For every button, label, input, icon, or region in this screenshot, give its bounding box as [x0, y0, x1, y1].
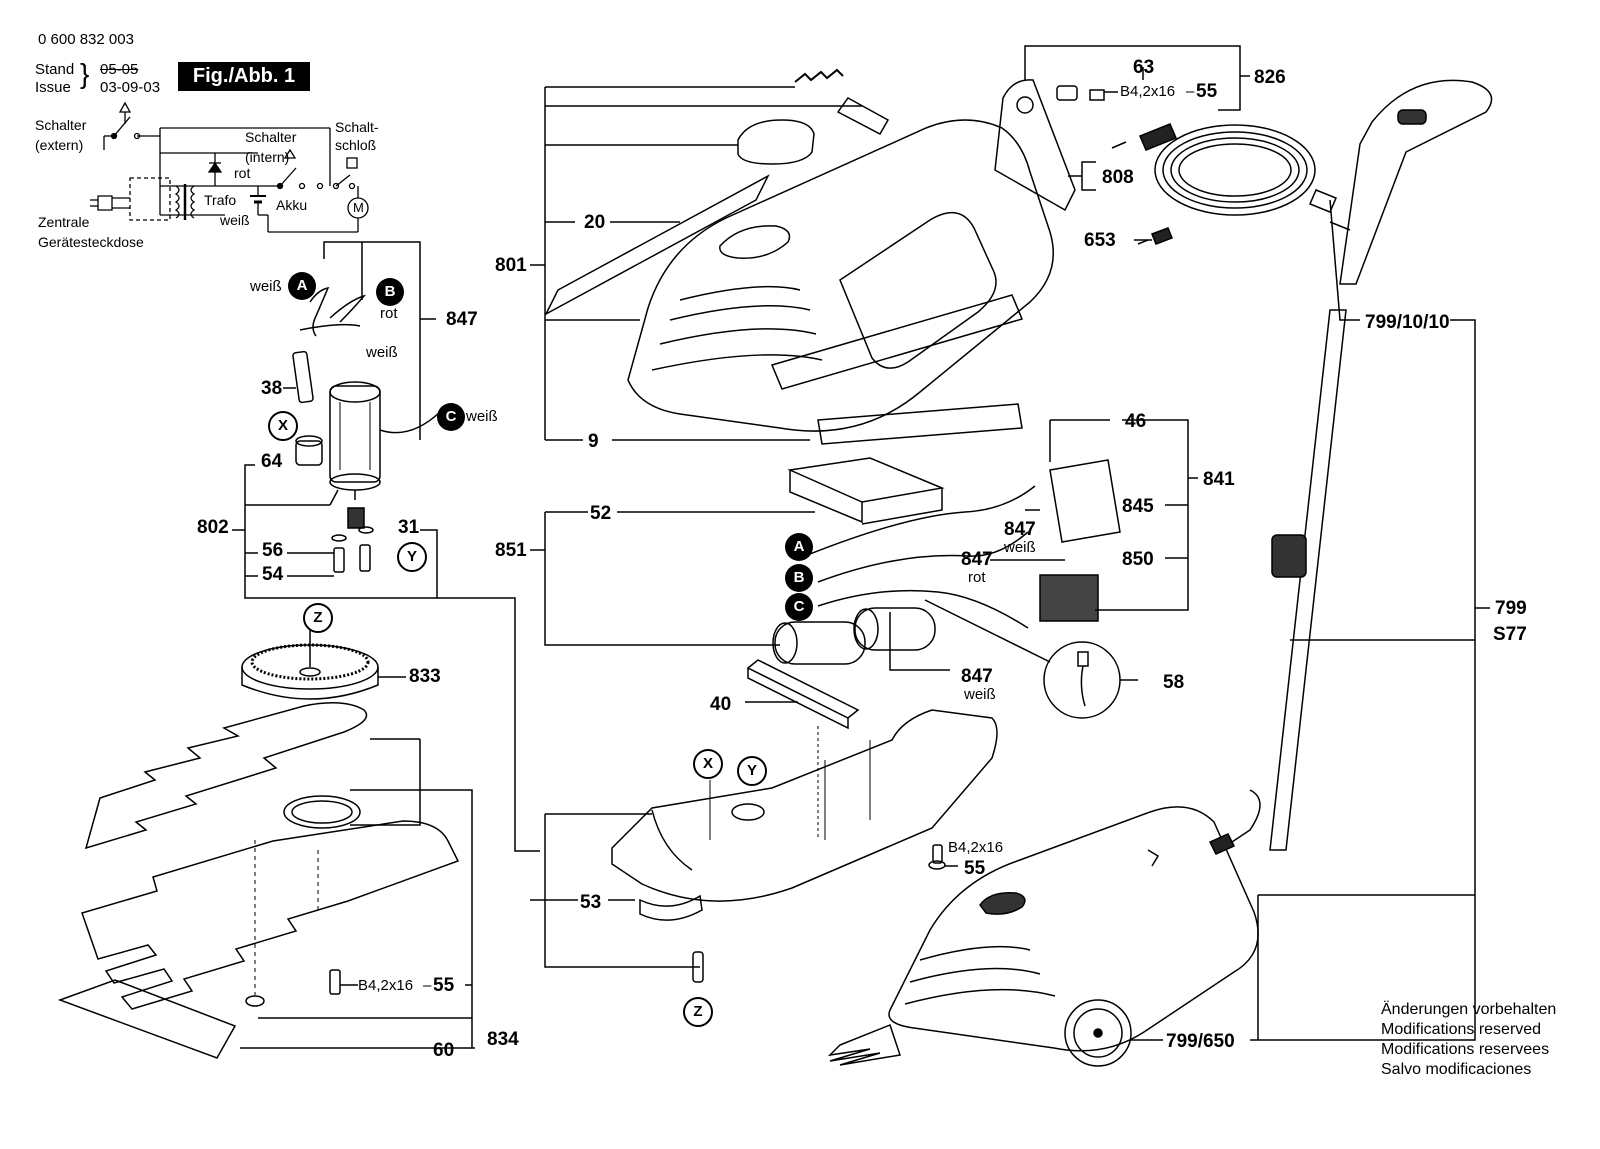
- label-schalter-intern-1: Schalter: [245, 129, 297, 145]
- screw-spec-charger: B4,2x16: [1120, 83, 1176, 100]
- issue-label: Issue: [35, 79, 71, 96]
- lower-housing: [530, 709, 998, 983]
- part-number: 0 600 832 003: [38, 31, 134, 48]
- note-es: Salvo modificaciones: [1381, 1061, 1532, 1078]
- label-zentrale-1: Zentrale: [38, 214, 90, 230]
- part-808: 808: [1102, 167, 1134, 188]
- marker-z-housing: Z: [683, 997, 713, 1027]
- issue-date: 03-09-03: [100, 79, 161, 96]
- part-799: 799: [1495, 598, 1527, 619]
- label-zentrale-2: Gerätesteckdose: [38, 234, 144, 250]
- label-weiss-schematic: weiß: [220, 212, 250, 228]
- part-63: 63: [1133, 57, 1155, 78]
- label-schaltschloss-2: schloß: [335, 137, 377, 153]
- part-841: 841: [1203, 469, 1235, 490]
- part-850: 850: [1122, 549, 1154, 570]
- marker-a-battery: A: [785, 533, 813, 561]
- label-schalter-extern-2: (extern): [35, 137, 84, 153]
- label-schaltschloss-1: Schalt-: [335, 119, 379, 135]
- marker-b-motor: B: [376, 278, 404, 306]
- marker-b-battery: B: [785, 564, 813, 592]
- note-en: Modifications reserved: [1381, 1021, 1542, 1038]
- part-833: 833: [409, 666, 441, 687]
- handle-and-complete-tool: [827, 79, 1493, 1067]
- wire-label-weiss-c: weiß: [466, 408, 498, 425]
- stand-label: Stand: [35, 61, 75, 78]
- part-847-motor: 847: [446, 309, 478, 330]
- part-64: 64: [261, 451, 283, 472]
- part-847-pcb: 847: [1004, 519, 1036, 540]
- part-847-battery-weiss: 847: [961, 666, 993, 687]
- old-date: 05-05: [100, 61, 139, 78]
- part-802: 802: [197, 517, 229, 538]
- wiring-schematic: [90, 101, 369, 233]
- part-31: 31: [398, 517, 420, 538]
- part-9: 9: [588, 431, 599, 452]
- part-46: 46: [1125, 411, 1147, 432]
- marker-x-housing: X: [693, 749, 723, 779]
- part-799-650: 799/650: [1166, 1031, 1235, 1052]
- marker-a-motor: A: [288, 272, 316, 300]
- gear-and-blade-assembly: [57, 627, 475, 1059]
- label-akku: Akku: [276, 197, 308, 213]
- part-54: 54: [262, 564, 284, 585]
- part-38: 38: [261, 378, 283, 399]
- brace-icon: }: [80, 58, 90, 89]
- part-799-10-10: 799/10/10: [1365, 312, 1450, 333]
- part-52: 52: [590, 503, 612, 524]
- marker-x-motor: X: [268, 411, 298, 441]
- motor-assembly: [232, 241, 540, 852]
- part-55-housing: 55: [964, 858, 986, 879]
- part-56: 56: [262, 540, 284, 561]
- marker-y-motor: Y: [397, 542, 427, 572]
- part-53: 53: [580, 892, 602, 913]
- part-851: 851: [495, 540, 527, 561]
- part-20: 20: [584, 212, 606, 233]
- wire-label-weiss-motor: weiß: [366, 344, 398, 361]
- part-55-charger: 55: [1196, 81, 1218, 102]
- part-40: 40: [710, 694, 732, 715]
- part-653: 653: [1084, 230, 1116, 251]
- part-58: 58: [1163, 672, 1185, 693]
- part-845: 845: [1122, 496, 1154, 517]
- figure-label: Fig./Abb. 1: [178, 62, 310, 91]
- screw-spec-housing: B4,2x16: [948, 839, 1004, 856]
- part-834: 834: [487, 1029, 519, 1050]
- wire-label-weiss-a: weiß: [250, 278, 282, 295]
- wire-label-rot-b: rot: [380, 305, 398, 322]
- motor-symbol: M: [353, 200, 364, 215]
- label-schalter-intern-2: (intern): [245, 149, 290, 165]
- part-847-battery-rot: 847: [961, 549, 993, 570]
- marker-y-housing: Y: [737, 756, 767, 786]
- charger-cable-assembly: [994, 45, 1316, 245]
- modification-notes: Änderungen vorbehalten Modifications res…: [1381, 1000, 1556, 1080]
- dash-charger: –: [1186, 83, 1195, 100]
- label-schalter-extern-1: Schalter: [35, 117, 87, 133]
- dash-blade: –: [423, 977, 432, 994]
- part-60: 60: [433, 1040, 455, 1061]
- wire-label-rot-battery: rot: [968, 569, 986, 586]
- screw-spec-blade: B4,2x16: [358, 977, 414, 994]
- wire-label-weiss-battery: weiß: [964, 686, 996, 703]
- part-55-blade: 55: [433, 975, 455, 996]
- part-826: 826: [1254, 67, 1286, 88]
- note-fr: Modifications reservees: [1381, 1041, 1550, 1058]
- marker-z-gear: Z: [303, 603, 333, 633]
- marker-c-motor: C: [437, 403, 465, 431]
- note-de: Änderungen vorbehalten: [1381, 1001, 1557, 1018]
- label-trafo: Trafo: [204, 192, 237, 208]
- battery-electronics-assembly: [530, 419, 1198, 838]
- upper-housing-assembly: [530, 68, 1054, 445]
- label-rot: rot: [234, 165, 251, 181]
- part-801: 801: [495, 255, 527, 276]
- wire-label-weiss-pcb: weiß: [1004, 539, 1036, 556]
- marker-c-battery: C: [785, 593, 813, 621]
- part-s77: S77: [1493, 624, 1527, 645]
